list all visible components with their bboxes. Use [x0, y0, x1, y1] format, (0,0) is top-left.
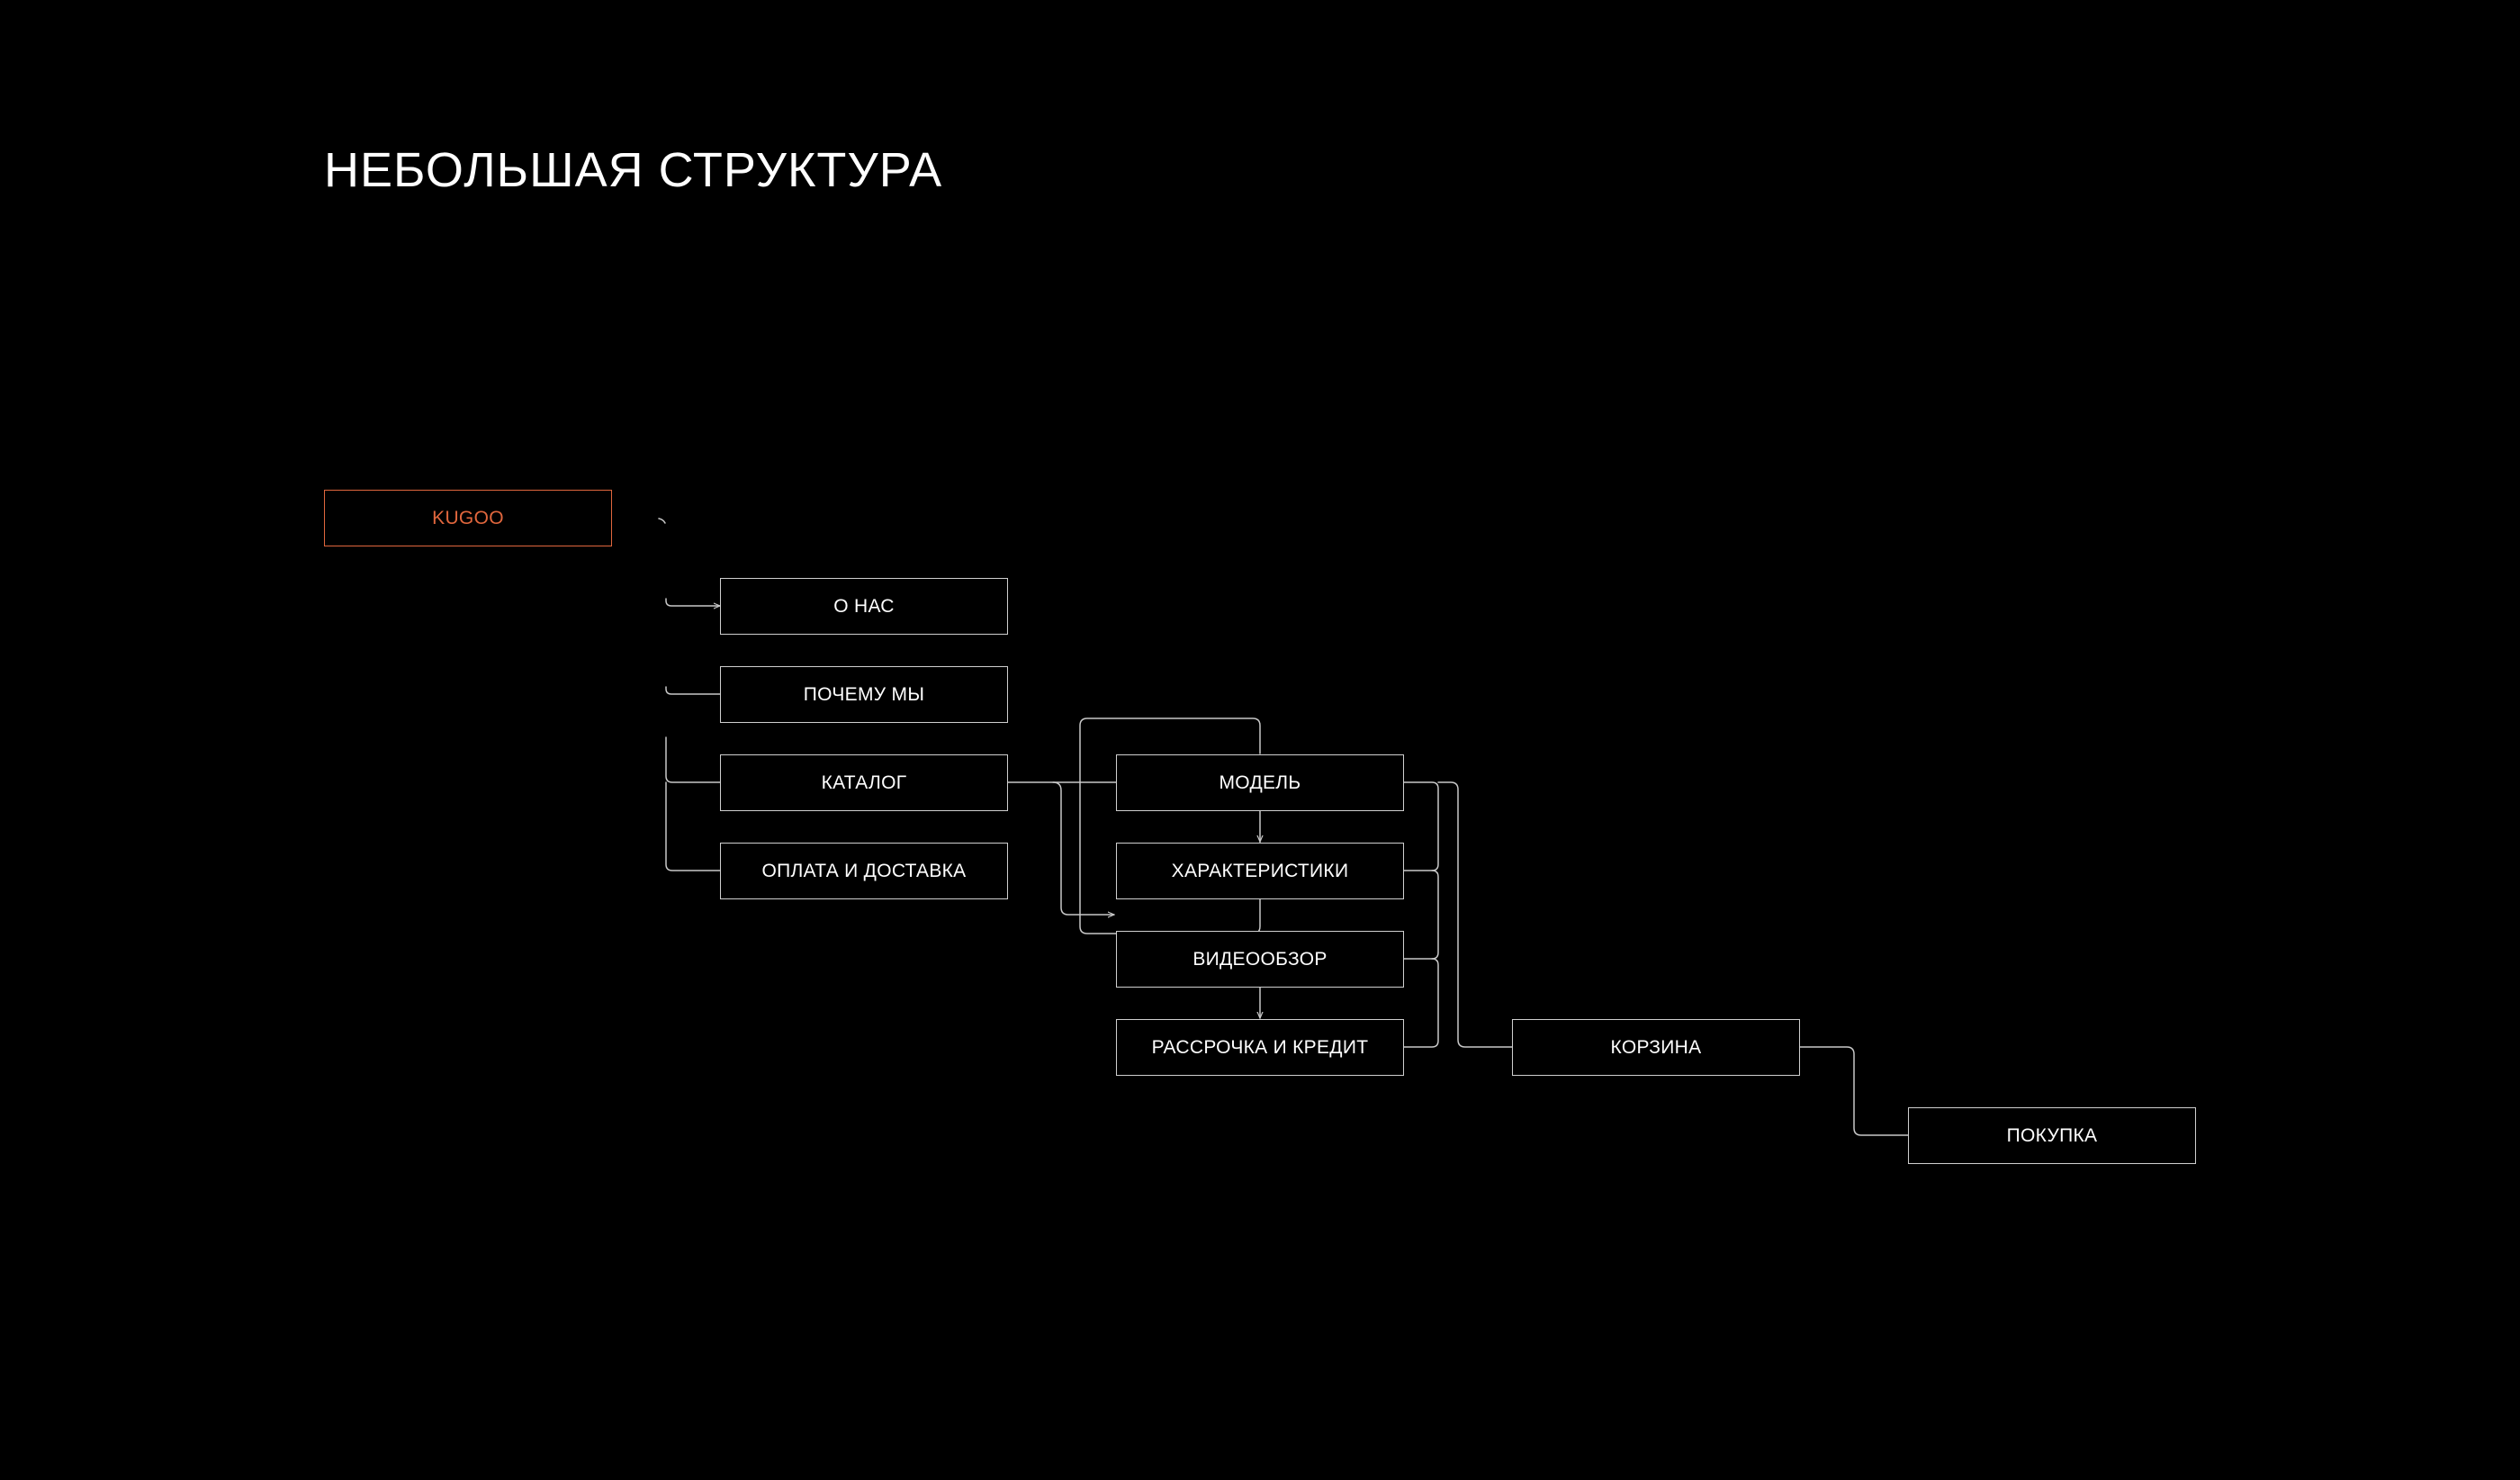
node-installment-credit-label: РАССРОЧКА И КРЕДИТ [1151, 1036, 1369, 1058]
node-why-us-label: ПОЧЕМУ МЫ [803, 683, 925, 705]
node-specs-label: ХАРАКТЕРИСТИКИ [1171, 860, 1349, 881]
node-catalog-label: КАТАЛОГ [821, 772, 907, 793]
node-specs[interactable]: ХАРАКТЕРИСТИКИ [1116, 843, 1404, 899]
node-payment-delivery-label: ОПЛАТА И ДОСТАВКА [761, 860, 967, 881]
node-cart[interactable]: КОРЗИНА [1512, 1019, 1800, 1076]
node-purchase[interactable]: ПОКУПКА [1908, 1107, 2196, 1164]
connector-root-why-us [665, 686, 721, 695]
node-model-label: МОДЕЛЬ [1219, 772, 1301, 793]
node-video-review-label: ВИДЕООБЗОР [1192, 948, 1328, 970]
node-cart-label: КОРЗИНА [1610, 1036, 1702, 1058]
node-video-review[interactable]: ВИДЕООБЗОР [1116, 931, 1404, 988]
connector-root-about [665, 598, 721, 606]
node-installment-credit[interactable]: РАССРОЧКА И КРЕДИТ [1116, 1019, 1404, 1076]
node-kugoo[interactable]: KUGOO [324, 490, 612, 546]
node-model[interactable]: МОДЕЛЬ [1116, 754, 1404, 811]
connector-to-cart [1437, 781, 1513, 1048]
node-about-label: О НАС [833, 595, 895, 617]
node-why-us[interactable]: ПОЧЕМУ МЫ [720, 666, 1008, 723]
connector-specs-video-bus [1402, 870, 1439, 960]
node-about[interactable]: О НАС [720, 578, 1008, 635]
node-kugoo-label: KUGOO [432, 507, 504, 528]
node-catalog[interactable]: КАТАЛОГ [720, 754, 1008, 811]
connector-root-payment [665, 781, 721, 871]
connector-video-installment-bus [1402, 958, 1439, 1048]
connector-catalog-specs [1052, 781, 1115, 915]
node-purchase-label: ПОКУПКА [2006, 1124, 2098, 1146]
connector-root-catalog [665, 736, 721, 783]
connector-model-bus [1402, 781, 1439, 871]
page-title: НЕБОЛЬШАЯ СТРУКТУРА [324, 143, 943, 197]
connector-root-tick [658, 518, 666, 524]
connector-model-loop [1079, 717, 1261, 934]
node-payment-delivery[interactable]: ОПЛАТА И ДОСТАВКА [720, 843, 1008, 899]
connector-cart-purchase [1798, 1046, 1909, 1136]
